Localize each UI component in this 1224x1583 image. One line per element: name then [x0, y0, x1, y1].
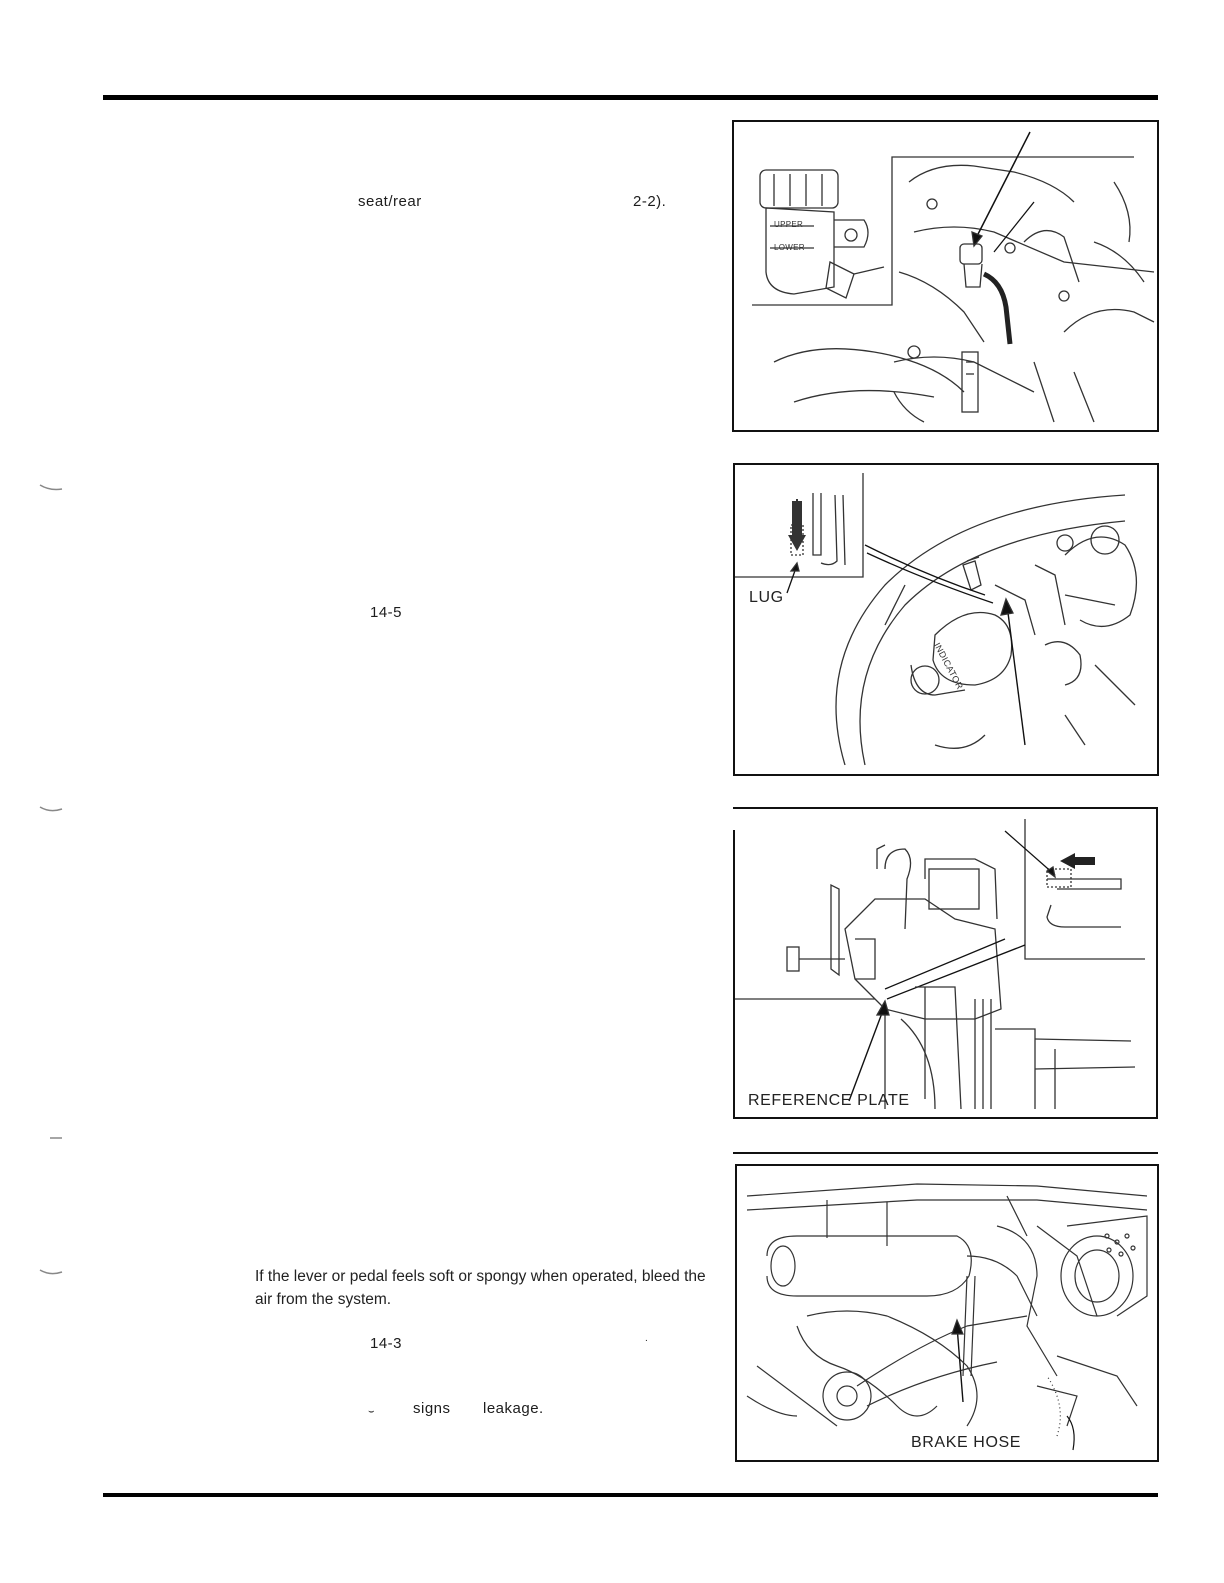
margin-mark: [39, 806, 63, 812]
text-seat-rear: seat/rear: [358, 193, 422, 210]
figure-caliper-bottom-border: [733, 1117, 1158, 1119]
indicator-illustration: [735, 473, 1138, 766]
margin-mark: [39, 1269, 63, 1275]
bleed-paragraph: If the lever or pedal feels soft or spon…: [255, 1268, 706, 1308]
margin-mark: [39, 484, 63, 491]
text-leakage: leakage.: [483, 1400, 544, 1417]
figure-caliper: REFERENCE PLATE: [735, 809, 1156, 1117]
stray-dot: .: [645, 1333, 649, 1344]
reservoir-illustration: [752, 131, 1155, 423]
figure-caliper-right-border: [1156, 807, 1158, 1119]
footer-rule: [103, 1493, 1158, 1497]
lower-level-label: LOWER: [774, 243, 805, 252]
text-ref-14-5: 14-5: [370, 604, 403, 621]
margin-mark: [50, 1137, 62, 1139]
text-signs: signs: [413, 1400, 451, 1417]
figure-caliper-top-border: [733, 807, 1158, 809]
figure-indicator: INDICATOR LUG: [733, 463, 1159, 776]
text-ref-14-3: 14-3: [370, 1335, 403, 1352]
header-rule: [103, 95, 1158, 100]
caliper-illustration: [735, 819, 1145, 1110]
figure-caliper-left-border: [733, 830, 735, 1119]
figure-hose-top-border: [733, 1152, 1158, 1154]
hose-illustration: [746, 1183, 1148, 1451]
reference-plate-label: REFERENCE PLATE: [748, 1092, 910, 1109]
lug-label: LUG: [749, 589, 784, 606]
figure-reservoir: UPPER LOWER: [732, 120, 1159, 432]
upper-level-label: UPPER: [774, 220, 804, 229]
figure-hose: BRAKE HOSE: [735, 1164, 1159, 1462]
stray-mark: ⌣: [368, 1406, 376, 1417]
brake-hose-label: BRAKE HOSE: [911, 1434, 1022, 1451]
text-ref-2-2: 2-2).: [633, 193, 667, 210]
